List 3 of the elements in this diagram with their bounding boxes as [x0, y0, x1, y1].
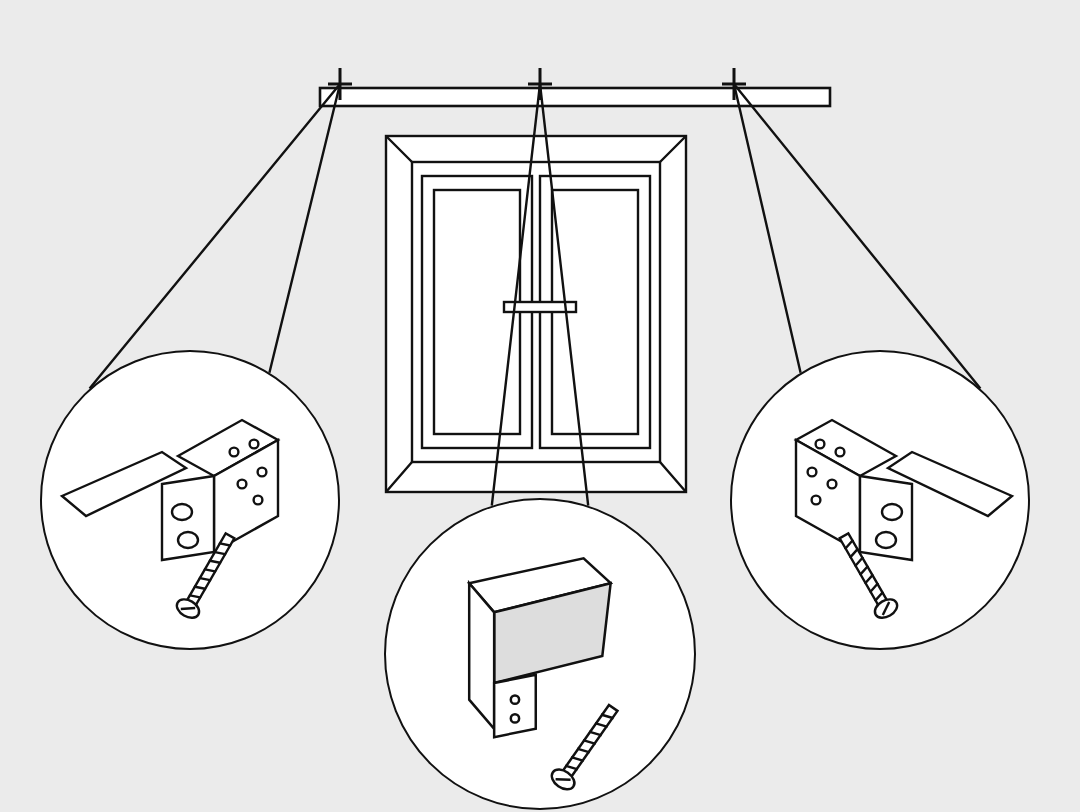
leader-line — [88, 82, 342, 390]
leader-line — [732, 82, 982, 390]
leader-line — [490, 82, 590, 506]
